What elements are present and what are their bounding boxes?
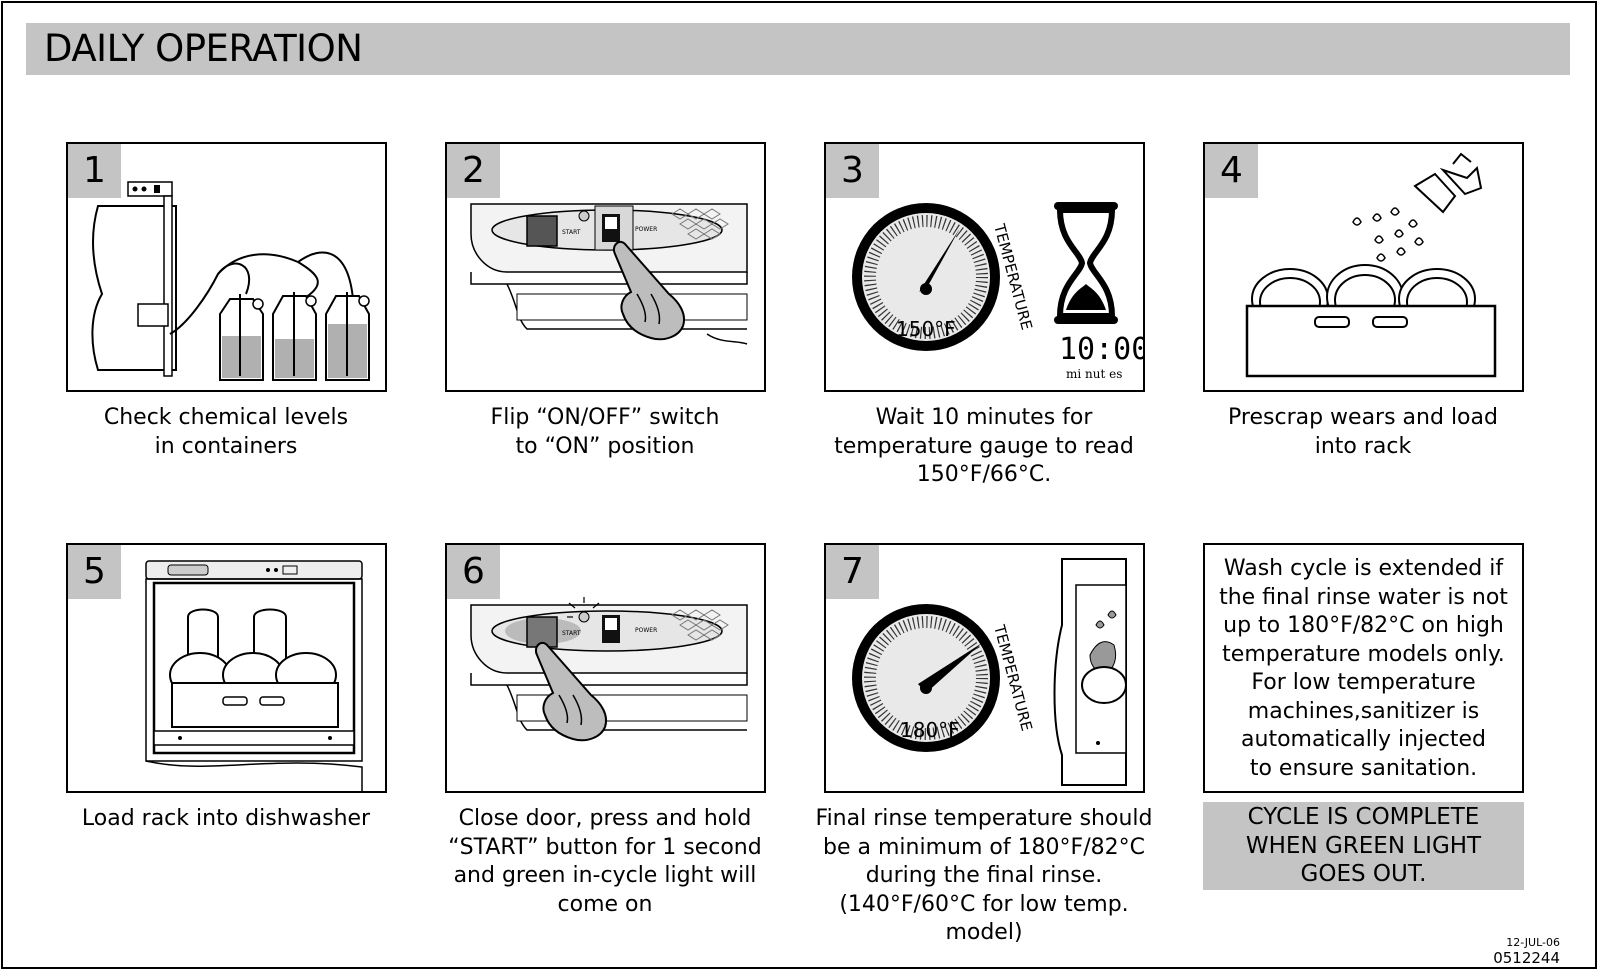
footer-code: 0512244: [1493, 949, 1560, 967]
step-6-panel: START POWER 6: [445, 543, 766, 793]
step-number: 4: [1205, 144, 1258, 198]
step-7-caption: Final rinse temperature should be a mini…: [815, 806, 1153, 945]
start-button-illustration: START POWER: [470, 597, 748, 742]
step-2-caption: Flip “ON/OFF” switch to “ON” position: [490, 405, 720, 459]
sprayer-icon: [1413, 152, 1483, 214]
power-label: POWER: [635, 226, 657, 233]
step-1-panel: 1: [66, 142, 387, 392]
power-label: POWER: [635, 627, 657, 634]
footer-date: 12-JUL-06: [1506, 936, 1560, 949]
step-5-panel: 5: [66, 543, 387, 793]
title-bar: DAILY OPERATION: [26, 23, 1570, 75]
step-4-panel: 4: [1203, 142, 1524, 392]
prescrap-rack-illustration: [1245, 152, 1497, 378]
timer-unit: mi nut es: [1066, 367, 1122, 381]
step-number: 6: [447, 545, 500, 599]
step-6-caption: Close door, press and hold “START” butto…: [448, 806, 762, 917]
timer-display: 10:00: [1059, 332, 1145, 367]
step-2-panel: START POWER 2: [445, 142, 766, 392]
note-panel: Wash cycle is extended if the final rins…: [1203, 543, 1524, 793]
pointing-hand-icon: [535, 641, 607, 742]
step-number: 7: [826, 545, 879, 599]
step-4-caption: Prescrap wears and load into rack: [1228, 405, 1498, 459]
temperature-gauge-icon: [852, 604, 1000, 752]
pointing-hand-icon: [613, 240, 685, 341]
power-switch-illustration: START POWER: [470, 203, 748, 345]
final-rinse-illustration: 180°F: [852, 558, 1127, 786]
step-1-caption: Check chemical levels in containers: [103, 405, 349, 459]
cycle-complete-notice: CYCLE IS COMPLETE WHEN GREEN LIGHT GOES …: [1203, 802, 1524, 890]
step-3-panel: 150°F 10:00 mi nut es TEMPERATURE 3: [824, 142, 1145, 392]
step-number: 1: [68, 144, 121, 198]
gauge-reading: 150°F: [896, 317, 956, 341]
step-5-caption: Load rack into dishwasher: [81, 806, 371, 831]
chemical-containers-illustration: [91, 181, 370, 381]
hourglass-icon: [1054, 202, 1118, 324]
gauge-reading: 180°F: [900, 718, 960, 742]
start-label: START: [562, 229, 581, 236]
step-number: 3: [826, 144, 879, 198]
page-title: DAILY OPERATION: [44, 27, 363, 70]
wash-cycle-note: Wash cycle is extended if the final rins…: [1219, 556, 1508, 781]
step-number: 5: [68, 545, 121, 599]
dishwasher-rack-illustration: [145, 560, 363, 791]
temperature-gauge-icon: [852, 203, 1000, 351]
start-label: START: [562, 630, 581, 637]
step-number: 2: [447, 144, 500, 198]
step-3-caption: Wait 10 minutes for temperature gauge to…: [834, 405, 1134, 487]
temperature-timer-illustration: 150°F 10:00 mi nut es: [852, 202, 1145, 381]
step-7-panel: 180°F TEMPERATURE 7: [824, 543, 1145, 793]
